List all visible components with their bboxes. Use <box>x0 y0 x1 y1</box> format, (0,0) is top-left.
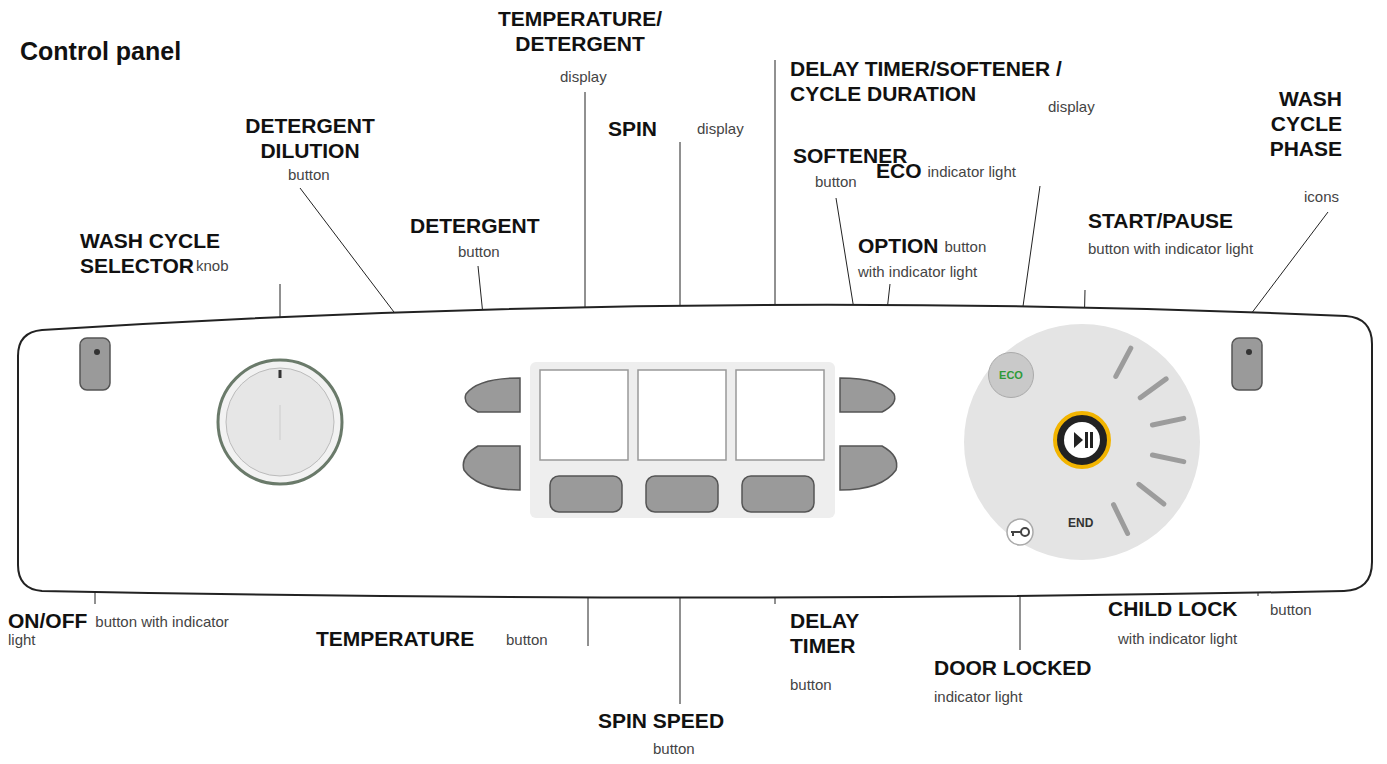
callout-note: with indicator light <box>858 263 977 281</box>
node-text: ECO <box>999 369 1023 381</box>
eco-indicator: ECO <box>988 352 1034 398</box>
on-off-button <box>80 338 110 390</box>
callout-name: ON/OFF <box>8 608 87 633</box>
callout-note: knob <box>196 257 229 275</box>
side-buttons <box>463 378 896 490</box>
callout-name: START/PAUSE <box>1088 208 1233 233</box>
callout-name: WASH CYCLE PHASE <box>1248 86 1342 162</box>
selector-knob <box>218 360 342 484</box>
callout-name: SPIN SPEED <box>598 708 724 733</box>
callout-name: DELAY TIMER <box>790 608 900 658</box>
callout-name: TEMPERATURE/ DETERGENT <box>495 6 665 56</box>
child-lock-button <box>1232 338 1262 390</box>
callout-name: SPIN <box>608 116 657 141</box>
callout-note: icons <box>1304 188 1339 206</box>
callout-note: button with indicator light <box>8 613 238 649</box>
node-text: END <box>1068 516 1093 530</box>
callout-name: OPTION <box>858 233 939 258</box>
callout-name: ECO <box>876 158 922 183</box>
callout-name: DETERGENT <box>410 213 540 238</box>
callout-name: DOOR LOCKED <box>934 655 1092 680</box>
callout-note: display <box>1048 98 1095 116</box>
callout-name: TEMPERATURE <box>316 626 474 651</box>
callout-note: button <box>653 740 695 758</box>
callout-note: indicator light <box>934 688 1022 706</box>
callout-note: display <box>697 120 744 138</box>
callout-note: button <box>945 238 987 256</box>
callout-note: button with indicator light <box>1088 240 1263 258</box>
display-bezel <box>530 362 835 518</box>
callout-note: with indicator light <box>1118 630 1237 648</box>
callout-note: display <box>560 68 607 86</box>
phase-disc: END ECO <box>964 324 1200 560</box>
displays <box>540 370 824 460</box>
callout-note: button <box>506 631 548 649</box>
callout-note: button <box>288 166 330 184</box>
leader-lines <box>95 60 1328 704</box>
callout-note: indicator light <box>928 163 1016 181</box>
panel-housing <box>18 305 1372 598</box>
callout-note: button <box>1270 601 1312 619</box>
callout-note: button <box>458 243 500 261</box>
callout-note: button <box>790 676 832 694</box>
title-text: Control panel <box>20 36 181 66</box>
callout-note: button <box>815 173 857 191</box>
callout-name: DELAY TIMER/SOFTENER / CYCLE DURATION <box>790 56 1090 106</box>
rect-buttons <box>550 476 814 512</box>
callout-name: DETERGENT DILUTION <box>215 113 405 163</box>
callout-name: CHILD LOCK <box>1108 596 1238 621</box>
